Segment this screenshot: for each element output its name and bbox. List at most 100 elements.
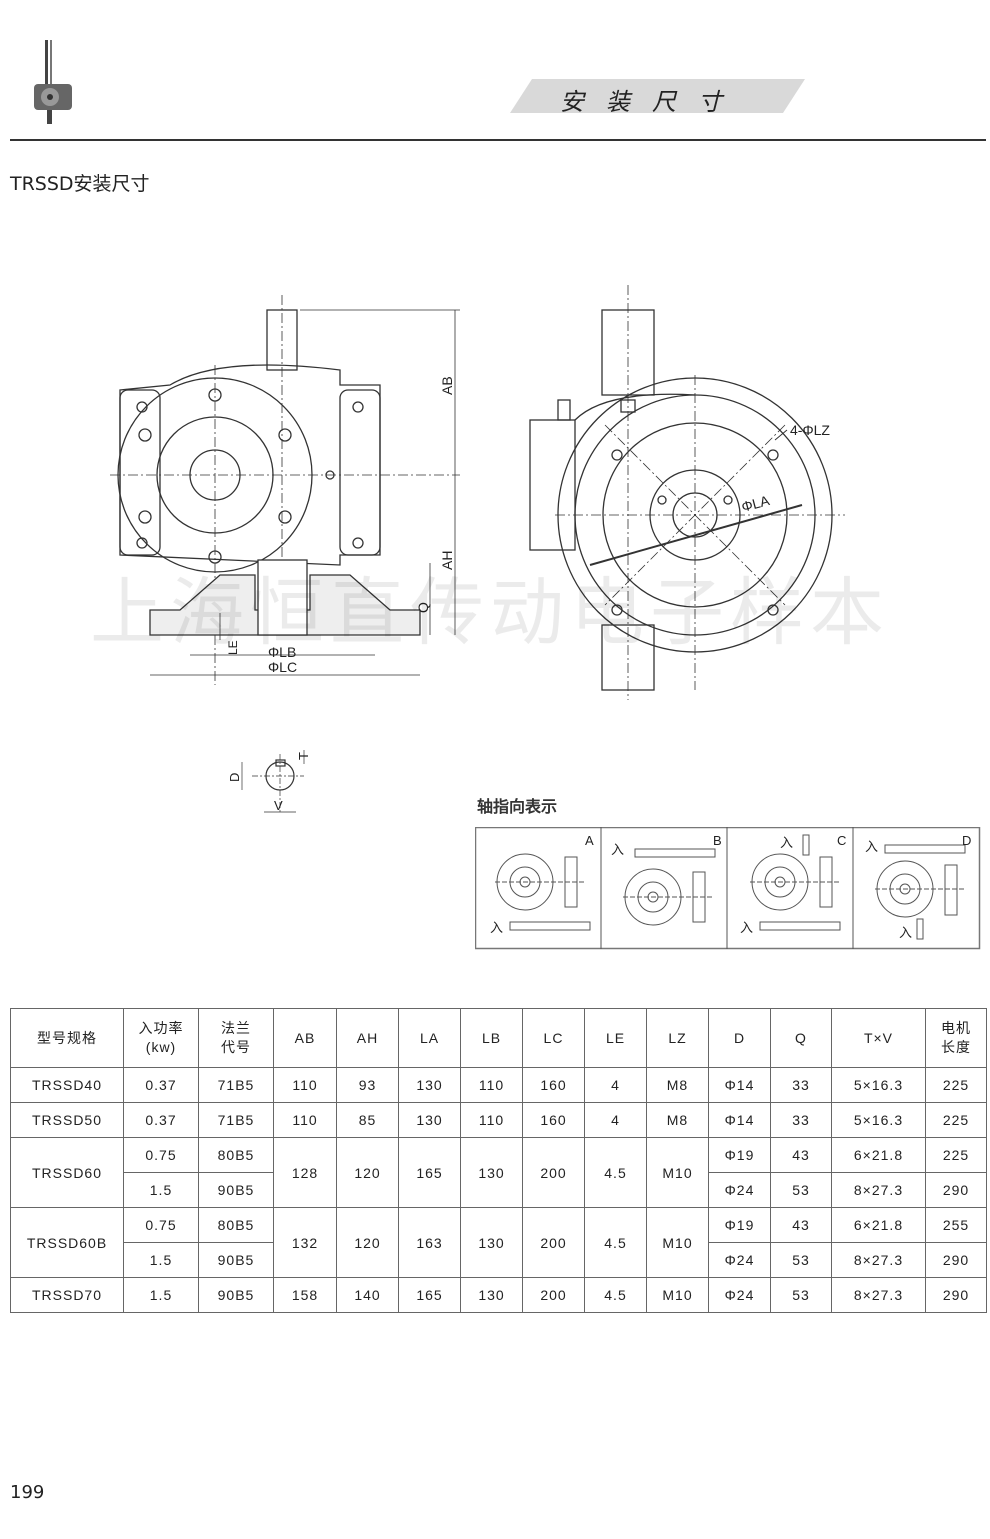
table-cell: 93	[336, 1067, 399, 1103]
table-cell: 290	[925, 1277, 987, 1313]
table-cell: 0.75	[123, 1207, 199, 1243]
table-cell: Φ19	[708, 1137, 771, 1173]
table-cell: 130	[460, 1137, 523, 1208]
table-cell: TRSSD60	[10, 1137, 124, 1208]
table-cell: 255	[925, 1207, 987, 1243]
table-cell: 8×27.3	[831, 1172, 926, 1208]
table-cell: Φ24	[708, 1172, 771, 1208]
table-cell: 1.5	[123, 1277, 199, 1313]
table-cell: 43	[770, 1207, 832, 1243]
table-cell: 120	[336, 1207, 399, 1278]
banner-title: 安装尺寸	[560, 88, 744, 116]
table-cell: 33	[770, 1102, 832, 1138]
front-view-drawing	[110, 295, 460, 685]
svg-text:入: 入	[865, 839, 878, 854]
svg-text:入: 入	[490, 920, 503, 935]
table-cell: M8	[646, 1067, 709, 1103]
column-header: 法兰 代号	[198, 1008, 274, 1068]
table-cell: 43	[770, 1137, 832, 1173]
table-cell: 0.37	[123, 1067, 199, 1103]
header-divider	[10, 139, 986, 141]
table-cell: 130	[398, 1067, 461, 1103]
table-cell: 200	[522, 1137, 585, 1208]
table-cell: Φ19	[708, 1207, 771, 1243]
table-cell: 80B5	[198, 1137, 274, 1173]
table-cell: 130	[460, 1207, 523, 1278]
product-logo-icon	[34, 40, 72, 124]
table-cell: 225	[925, 1067, 987, 1103]
axis-direction-panels: A 入 B 入 C 入 入 D 入 入	[475, 827, 981, 950]
panel-c: C 入 入	[740, 833, 846, 935]
table-cell: TRSSD60B	[10, 1207, 124, 1278]
table-cell: 110	[273, 1067, 337, 1103]
table-cell: 71B5	[198, 1102, 274, 1138]
table-cell: M10	[646, 1277, 709, 1313]
table-cell: 200	[522, 1277, 585, 1313]
column-header: LA	[398, 1008, 461, 1068]
label-le: LE	[226, 640, 240, 655]
column-header: Q	[770, 1008, 832, 1068]
table-cell: M10	[646, 1137, 709, 1208]
table-cell: 4.5	[584, 1277, 647, 1313]
label-lc: ΦLC	[268, 659, 297, 675]
svg-text:B: B	[713, 833, 722, 848]
table-cell: 5×16.3	[831, 1067, 926, 1103]
label-t: T	[296, 752, 311, 760]
svg-text:D: D	[962, 833, 971, 848]
page-number: 199	[10, 1482, 45, 1503]
table-cell: 53	[770, 1277, 832, 1313]
label-la: ΦLA	[740, 492, 772, 515]
table-cell: M8	[646, 1102, 709, 1138]
panel-a: A 入	[490, 833, 594, 935]
table-cell: 53	[770, 1242, 832, 1278]
table-cell: 165	[398, 1137, 461, 1208]
label-ab: AB	[439, 376, 455, 395]
label-v: V	[274, 798, 283, 813]
side-view-drawing: 4-ΦLZ ΦLA	[529, 285, 845, 700]
table-cell: 290	[925, 1242, 987, 1278]
table-cell: 160	[522, 1067, 585, 1103]
column-header: LC	[522, 1008, 585, 1068]
label-lb: ΦLB	[268, 644, 296, 660]
table-cell: Φ14	[708, 1102, 771, 1138]
label-ah: AH	[439, 551, 455, 570]
front-view-labels: AB AH Q LE ΦLB ΦLC	[226, 376, 455, 675]
table-cell: 4.5	[584, 1137, 647, 1208]
table-cell: Φ24	[708, 1277, 771, 1313]
table-cell: 0.37	[123, 1102, 199, 1138]
label-d: D	[227, 773, 242, 782]
table-cell: TRSSD40	[10, 1067, 124, 1103]
column-header: LB	[460, 1008, 523, 1068]
table-cell: 132	[273, 1207, 337, 1278]
table-cell: Φ24	[708, 1242, 771, 1278]
svg-text:入: 入	[780, 835, 793, 850]
table-cell: 6×21.8	[831, 1137, 926, 1173]
column-header: 入功率 (kw)	[123, 1008, 199, 1068]
axis-direction-title: 轴指向表示	[477, 797, 558, 816]
banner-background	[510, 79, 805, 113]
svg-text:入: 入	[740, 920, 753, 935]
table-cell: 90B5	[198, 1172, 274, 1208]
table-cell: 225	[925, 1137, 987, 1173]
table-cell: 140	[336, 1277, 399, 1313]
table-cell: 8×27.3	[831, 1277, 926, 1313]
svg-text:A: A	[585, 833, 594, 848]
column-header: AB	[273, 1008, 337, 1068]
table-cell: 290	[925, 1172, 987, 1208]
label-q: Q	[415, 602, 431, 613]
label-lz: 4-ΦLZ	[790, 422, 830, 438]
column-header: 型号规格	[10, 1008, 124, 1068]
table-cell: 90B5	[198, 1277, 274, 1313]
svg-text:入: 入	[611, 842, 624, 857]
table-cell: 5×16.3	[831, 1102, 926, 1138]
table-cell: 4	[584, 1102, 647, 1138]
table-cell: 80B5	[198, 1207, 274, 1243]
table-cell: 6×21.8	[831, 1207, 926, 1243]
table-cell: 130	[398, 1102, 461, 1138]
table-cell: 225	[925, 1102, 987, 1138]
svg-text:入: 入	[899, 925, 912, 940]
